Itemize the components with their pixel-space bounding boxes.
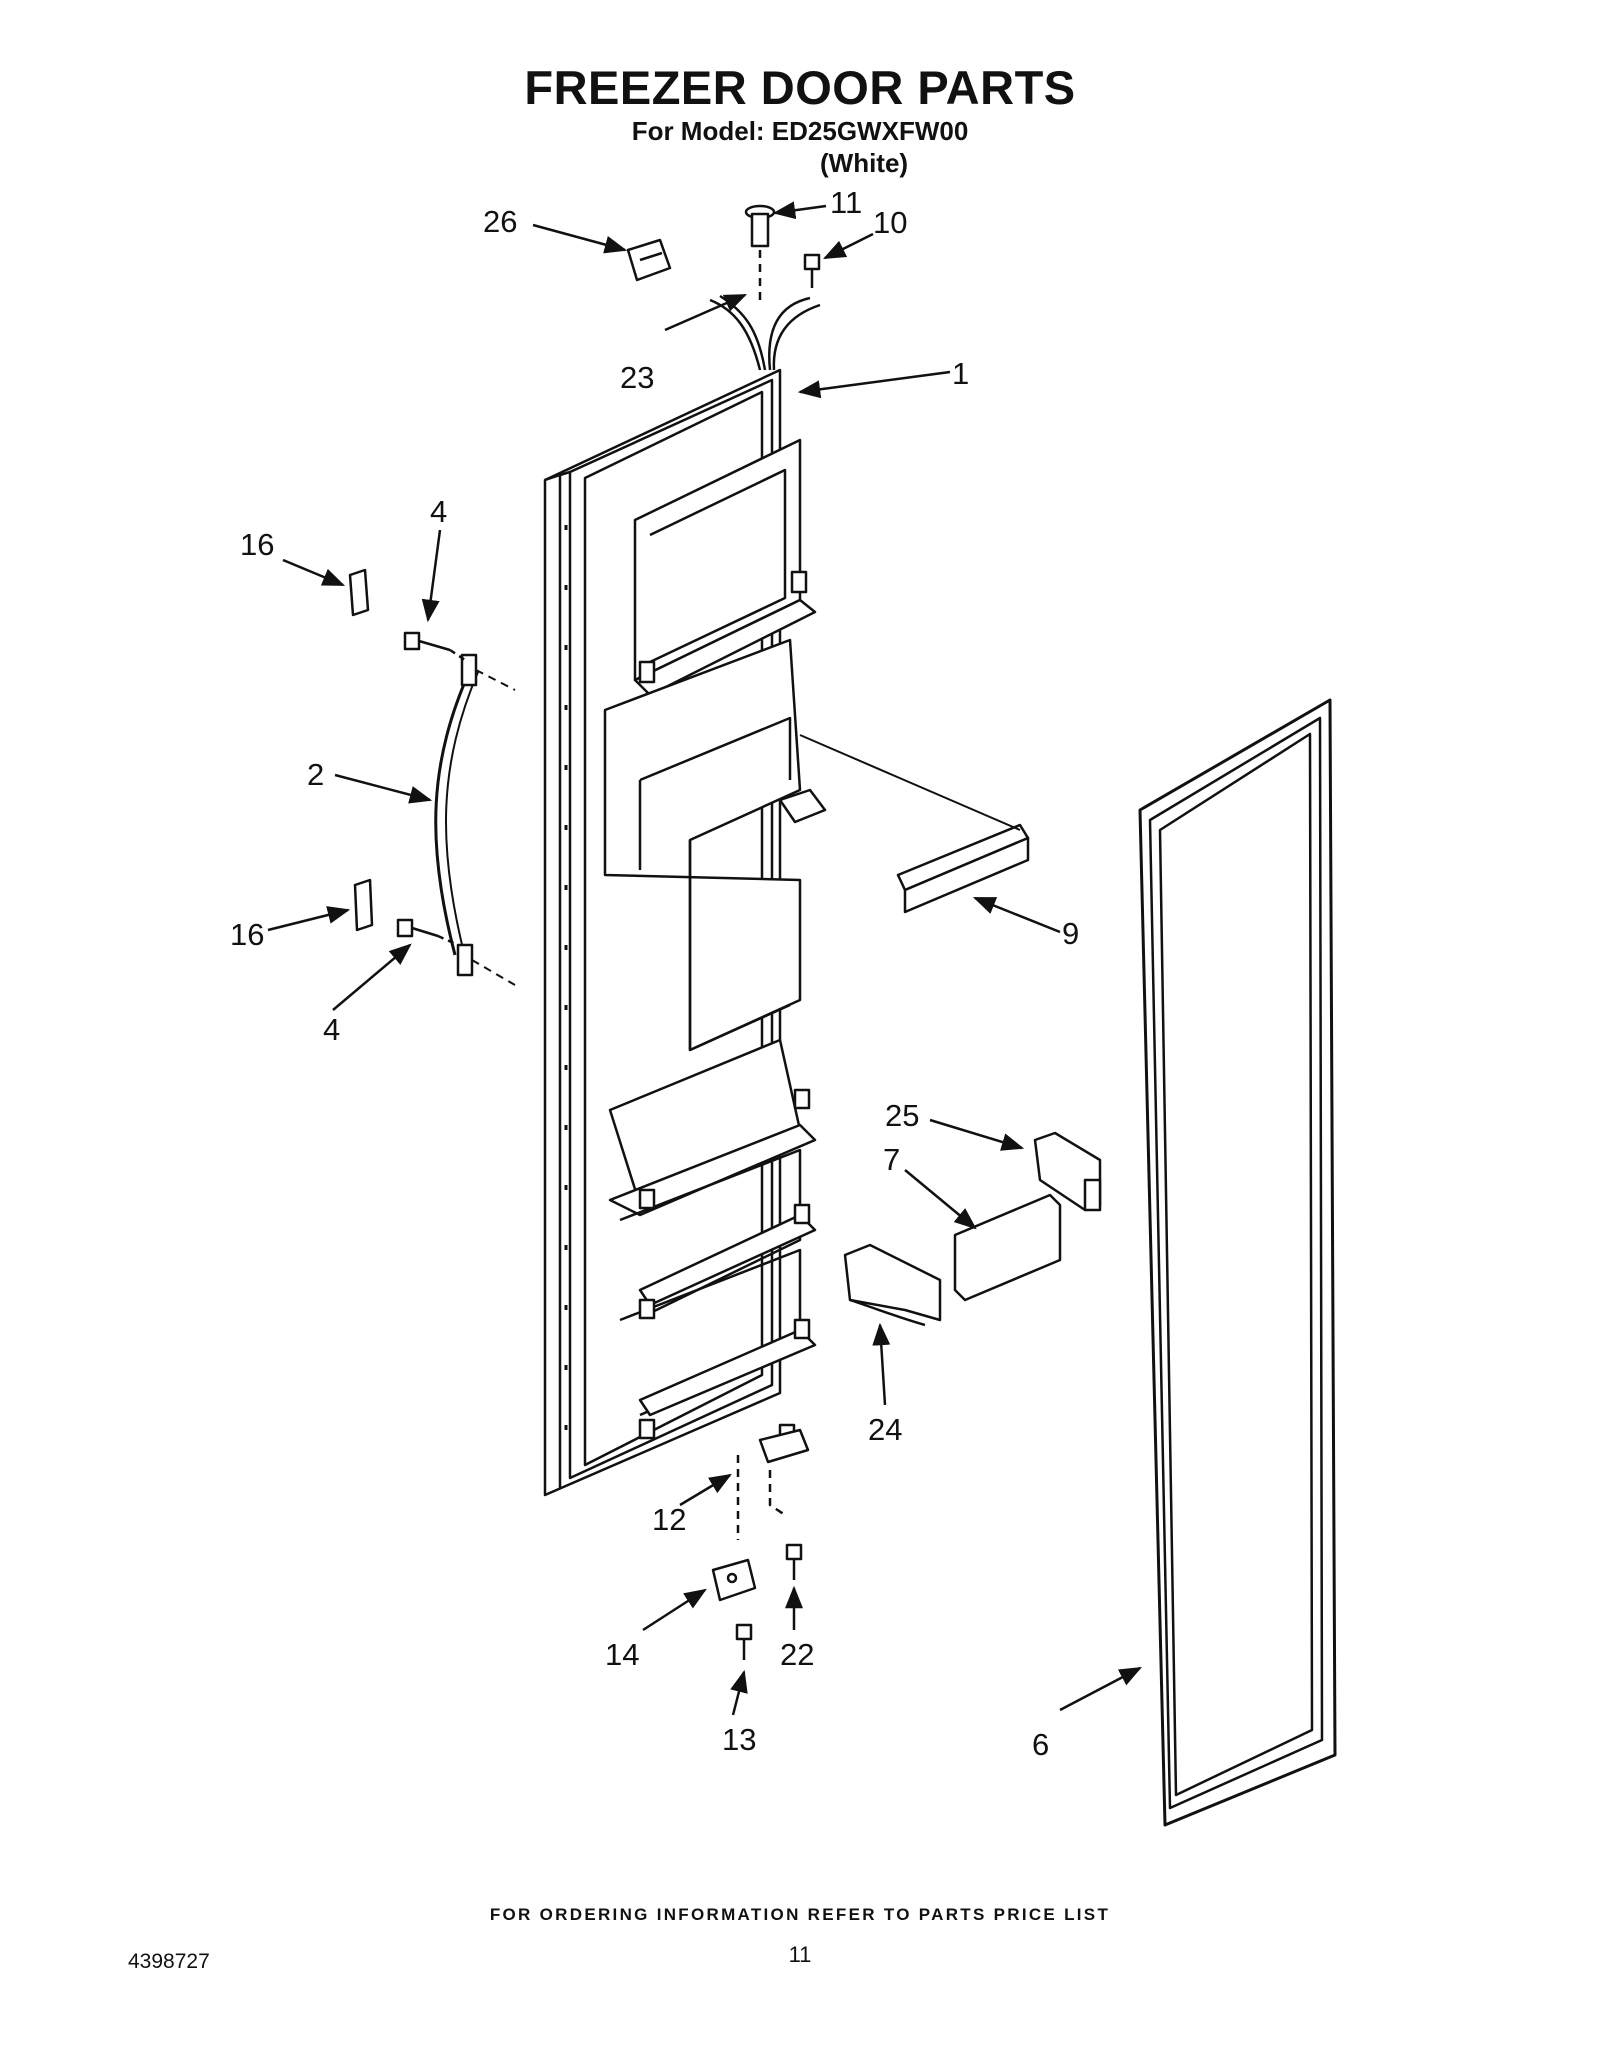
model-line: For Model: ED25GWXFW00 bbox=[631, 116, 969, 146]
leader-arrows bbox=[267, 201, 1142, 1716]
callout-10: 10 bbox=[873, 205, 907, 240]
ordering-note: FOR ORDERING INFORMATION REFER TO PARTS … bbox=[489, 1905, 1111, 1924]
shelf-end-cap-left bbox=[843, 1243, 942, 1327]
callout-6: 6 bbox=[1032, 1727, 1049, 1762]
callout-11: 11 bbox=[830, 185, 862, 220]
document-number: 4398727 bbox=[128, 1950, 210, 1973]
callout-4-bottom: 4 bbox=[323, 1012, 340, 1047]
callout-26: 26 bbox=[483, 204, 517, 239]
callout-14: 14 bbox=[605, 1637, 639, 1672]
color-line: (White) bbox=[820, 148, 909, 178]
top-bushing bbox=[744, 204, 776, 305]
connector bbox=[626, 238, 672, 282]
page-title: FREEZER DOOR PARTS bbox=[524, 61, 1076, 114]
wire-harness bbox=[709, 294, 821, 371]
callout-7: 7 bbox=[883, 1142, 900, 1177]
callout-1: 1 bbox=[952, 356, 969, 391]
page-number: 11 bbox=[788, 1942, 812, 1967]
callout-2: 2 bbox=[307, 757, 324, 792]
top-screw bbox=[803, 253, 821, 288]
callout-9: 9 bbox=[1062, 916, 1079, 951]
callout-25: 25 bbox=[885, 1098, 919, 1133]
callout-24: 24 bbox=[868, 1412, 902, 1447]
callout-16-bottom: 16 bbox=[230, 917, 264, 952]
callout-12: 12 bbox=[652, 1502, 686, 1537]
handle-cap-bottom bbox=[353, 878, 374, 932]
shelf-end-cap-right bbox=[1033, 1131, 1102, 1212]
handle-screw-top bbox=[403, 631, 466, 662]
handle-cap-top bbox=[348, 568, 370, 617]
door-gasket bbox=[1138, 698, 1337, 1827]
callout-13: 13 bbox=[722, 1722, 756, 1757]
callout-4-top: 4 bbox=[430, 494, 447, 529]
callout-16-top: 16 bbox=[240, 527, 274, 562]
shelf-end-cap-trim bbox=[953, 1193, 1062, 1302]
callout-22: 22 bbox=[780, 1637, 814, 1672]
handle-screw-bottom bbox=[396, 918, 459, 947]
callout-23: 23 bbox=[620, 360, 654, 395]
door-panel bbox=[543, 368, 827, 1497]
bottom-screw bbox=[735, 1623, 753, 1660]
door-handle bbox=[434, 653, 516, 986]
hinge-screw bbox=[785, 1543, 803, 1580]
bottom-hinge-bracket bbox=[711, 1558, 757, 1602]
bar-trim bbox=[799, 734, 1030, 914]
hinge-pin bbox=[736, 1423, 810, 1540]
